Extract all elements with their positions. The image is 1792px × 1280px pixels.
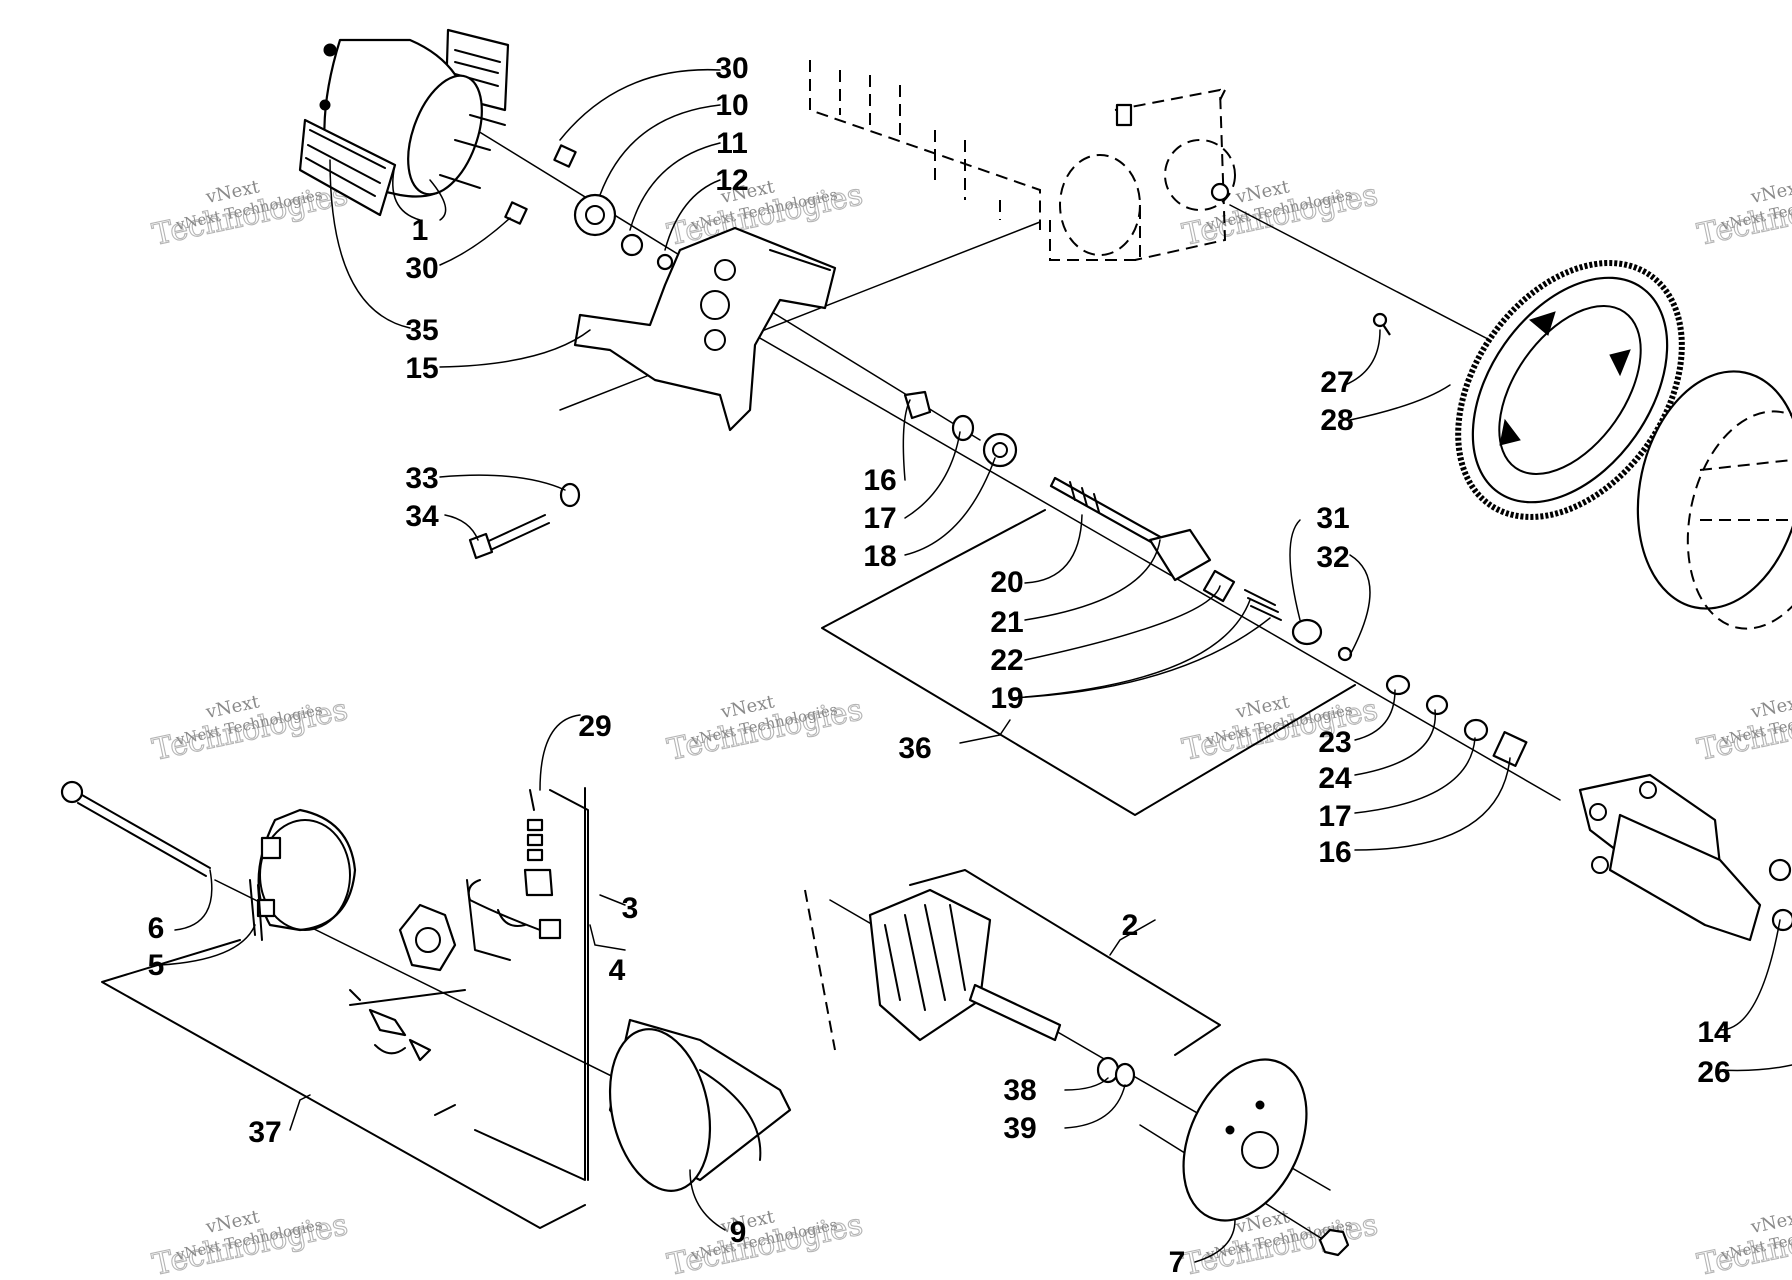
callout-labels: 1 2 3 4 5 6 7 9 10 11 12 14 15 16 16 17 … (148, 52, 1731, 1279)
label-part-18: 18 (863, 540, 896, 573)
end-cap-assembly (60, 780, 357, 941)
assembly-bracket-36 (821, 509, 1356, 816)
label-part-35: 35 (405, 314, 438, 347)
label-part-23: 23 (1318, 726, 1351, 759)
label-part-33: 33 (405, 462, 438, 495)
engine-housing-outline (809, 60, 1236, 261)
label-part-9: 9 (730, 1216, 747, 1249)
field-coil-housing (608, 889, 836, 1192)
clutch-housing (1636, 370, 1792, 630)
label-part-3: 3 (622, 892, 639, 925)
label-part-37: 37 (248, 1116, 281, 1149)
bendix-drive-assembly (903, 390, 1528, 767)
label-part-34: 34 (405, 500, 439, 533)
label-part-19: 19 (990, 682, 1023, 715)
label-part-2: 2 (1122, 909, 1139, 942)
label-part-31: 31 (1316, 502, 1349, 535)
label-part-10: 10 (715, 89, 748, 122)
end-plate (1182, 1058, 1350, 1257)
leader-lines (159, 68, 1792, 1263)
label-part-32: 32 (1316, 541, 1349, 574)
mounting-bracket (573, 226, 837, 432)
label-part-16-upper: 16 (863, 464, 896, 497)
starter-motor-assembly (298, 28, 510, 217)
label-part-17-upper: 17 (863, 502, 896, 535)
label-part-22: 22 (990, 644, 1023, 677)
armature (868, 869, 1221, 1088)
label-part-20: 20 (990, 566, 1023, 599)
assembly-bracket-37 (101, 787, 586, 1229)
label-part-30-lower: 30 (405, 252, 438, 285)
washer-and-bolt (468, 482, 581, 560)
end-housing (1578, 773, 1792, 942)
pinion-gear (573, 193, 674, 271)
label-part-1: 1 (412, 214, 429, 247)
label-part-16-lower: 16 (1318, 836, 1351, 869)
label-part-26: 26 (1697, 1056, 1730, 1089)
label-part-6: 6 (148, 912, 165, 945)
ring-gear-sprocket (1372, 260, 1685, 520)
label-part-39: 39 (1003, 1112, 1036, 1145)
label-part-14: 14 (1697, 1016, 1731, 1049)
label-part-5: 5 (148, 949, 165, 982)
label-part-36: 36 (898, 732, 931, 765)
terminal-bracket (549, 789, 589, 1181)
label-part-28: 28 (1320, 404, 1353, 437)
label-part-38: 38 (1003, 1074, 1036, 1107)
label-part-12: 12 (715, 164, 748, 197)
label-part-7: 7 (1169, 1246, 1186, 1279)
brushes-and-springs (349, 789, 562, 1116)
label-part-29: 29 (578, 710, 611, 743)
label-part-17-lower: 17 (1318, 800, 1351, 833)
brush-holder (398, 879, 511, 972)
axis-lines (214, 119, 1741, 1251)
label-part-30-upper: 30 (715, 52, 748, 85)
label-part-11: 11 (716, 127, 748, 160)
label-part-4: 4 (609, 954, 626, 987)
label-part-15: 15 (405, 352, 438, 385)
bushing-parts (504, 144, 577, 225)
label-part-21: 21 (990, 606, 1023, 639)
label-part-27: 27 (1320, 366, 1353, 399)
label-part-24: 24 (1318, 762, 1352, 795)
